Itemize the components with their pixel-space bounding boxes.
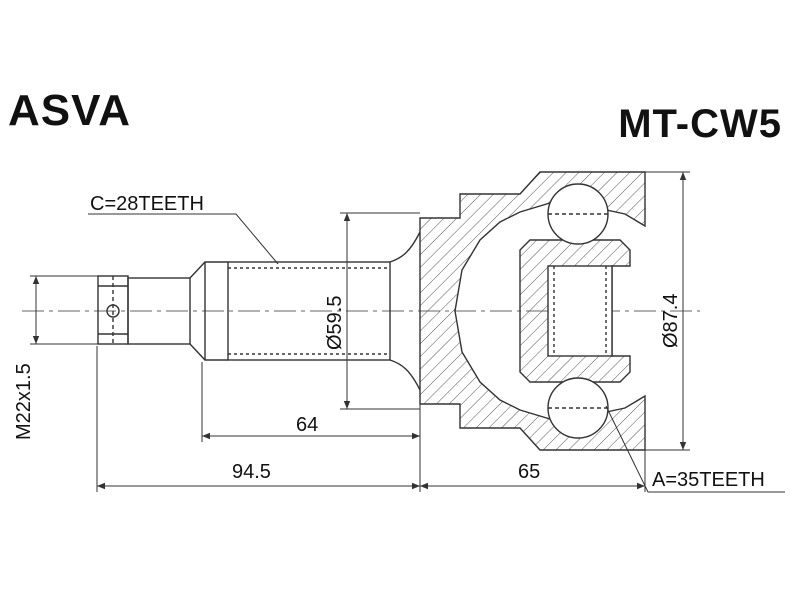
shaft: [127, 261, 228, 361]
label-len-65: 65: [518, 461, 540, 483]
bell-housing: [419, 171, 646, 451]
threaded-tip: [97, 275, 129, 345]
neck: [389, 231, 421, 391]
leader-c: [88, 213, 279, 265]
brand-name: ASVA: [8, 86, 131, 135]
label-len-64: 64: [296, 414, 318, 436]
leader-a: [605, 405, 785, 493]
label-len-945: 94.5: [232, 461, 271, 483]
label-diameter-housing: Ø87.4: [660, 294, 682, 348]
label-spline-c: C=28TEETH: [90, 193, 204, 215]
label-spline-a: A=35TEETH: [652, 469, 765, 491]
splined-shaft: [227, 261, 391, 361]
balls: [547, 183, 609, 439]
label-thread: M22x1.5: [13, 363, 35, 440]
label-diameter-shaft: Ø59.5: [324, 296, 346, 350]
part-number: MT-CW5: [618, 102, 782, 146]
inner-bore: [547, 265, 613, 357]
